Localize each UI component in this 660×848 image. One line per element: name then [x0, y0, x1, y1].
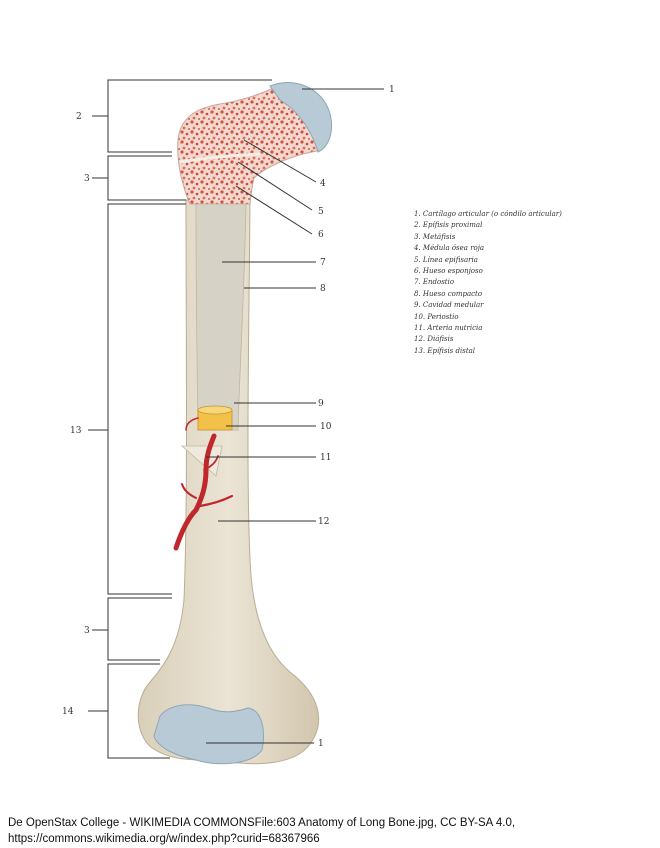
legend-item: 12. Diáfisis	[414, 335, 454, 344]
legend-item: 9. Cavidad medular	[414, 301, 484, 310]
callout-5: 5	[318, 207, 324, 217]
legend-item: 6. Hueso esponjoso	[414, 267, 483, 276]
callout-6: 6	[318, 230, 324, 240]
callout-9: 9	[318, 399, 324, 409]
bracket-proximal-metaphysis	[107, 155, 186, 201]
legend-item: 10. Periostio	[414, 312, 459, 321]
leader-lines	[206, 88, 384, 744]
legend-item: 3. Metáfisis	[414, 232, 456, 241]
callout-4: 4	[320, 179, 326, 189]
callout-13: 13	[70, 426, 82, 436]
bracket-diaphysis	[107, 203, 186, 595]
credit-line-1: De OpenStax College - WIKIMEDIA COMMONSF…	[8, 817, 516, 829]
callout-12: 12	[318, 517, 329, 527]
legend-item: 1. Cartílago articular (o cóndilo articu…	[414, 210, 562, 218]
callout-3-distal: 3	[84, 626, 90, 636]
legend-list: 1. Cartílago articular (o cóndilo articu…	[414, 209, 562, 357]
legend-item: 13. Epífisis distal	[414, 346, 476, 355]
credit-line-2: https://commons.wikimedia.org/w/index.ph…	[8, 833, 320, 845]
legend-item: 11. Arteria nutricia	[414, 324, 483, 333]
bracket-distal-metaphysis	[107, 597, 172, 661]
artery-branch-b	[181, 483, 197, 499]
artery-branch-a	[198, 494, 234, 508]
callout-1-distal: 1	[318, 739, 324, 749]
nutrient-artery	[173, 433, 217, 551]
callout-1-proximal: 1	[389, 85, 395, 95]
artery-branch-d	[185, 417, 199, 431]
legend-item: 7. Endostio	[414, 278, 455, 287]
medullary-cavity	[195, 203, 247, 431]
legend-item: 4. Médula ósea roja	[414, 244, 485, 253]
callout-11: 11	[320, 453, 331, 463]
callout-10: 10	[320, 422, 332, 432]
legend-item: 8. Hueso compacto	[414, 289, 483, 298]
callout-3-proximal: 3	[84, 174, 90, 184]
periosteum-cylinder-top	[197, 405, 233, 415]
epiphyseal-line	[179, 152, 261, 164]
legend-item: 5. Línea epifisaria	[414, 255, 478, 264]
callout-14: 14	[62, 707, 74, 717]
articular-cartilage-proximal	[269, 82, 333, 153]
left-brackets	[88, 79, 272, 759]
articular-cartilage-distal	[153, 704, 264, 765]
callout-8: 8	[320, 284, 326, 294]
callout-7: 7	[320, 258, 326, 268]
image-credit: De OpenStax College - WIKIMEDIA COMMONSF…	[8, 815, 648, 847]
callout-2: 2	[76, 112, 82, 122]
legend-item: 2. Epífisis proximal	[414, 221, 483, 230]
cut-wedge	[180, 445, 223, 477]
